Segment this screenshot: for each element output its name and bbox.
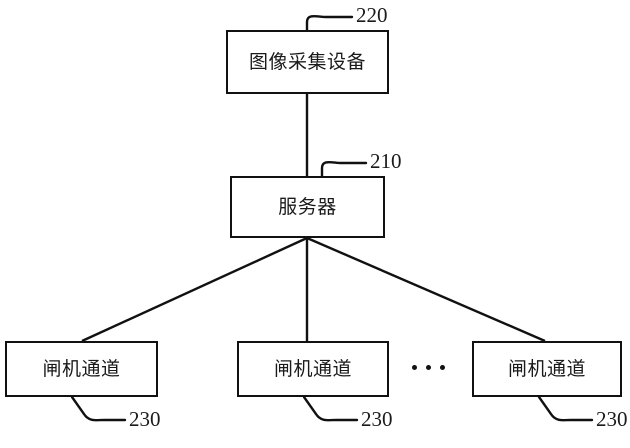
ref-number-230-gate-3: 230 (596, 407, 628, 431)
node-gate-channel-3[interactable]: 闸机通道 (472, 341, 622, 397)
node-label-gate-channel-2: 闸机通道 (273, 357, 352, 380)
connector-server-to-gate-3 (306, 236, 546, 343)
connector-server-to-gate-1 (81, 236, 308, 343)
node-label-image-capture-device: 图像采集设备 (248, 50, 366, 73)
leader-line-230-gate-3 (537, 395, 594, 422)
node-gate-channel-2[interactable]: 闸机通道 (237, 341, 389, 397)
ellipsis-dot (440, 365, 445, 370)
leader-line-210 (320, 160, 368, 178)
ellipsis-more-gate-channels (412, 365, 445, 370)
leader-line-230-gate-2 (302, 395, 359, 422)
ellipsis-dot (426, 365, 431, 370)
leader-line-230-gate-1 (70, 395, 127, 422)
ref-number-220: 220 (356, 3, 388, 27)
leader-line-220 (305, 14, 354, 32)
ref-number-210: 210 (370, 149, 402, 173)
ref-number-230-gate-2: 230 (361, 407, 393, 431)
node-server[interactable]: 服务器 (230, 176, 385, 238)
ref-number-230-gate-1: 230 (129, 407, 161, 431)
ellipsis-dot (412, 365, 417, 370)
node-gate-channel-1[interactable]: 闸机通道 (5, 341, 158, 397)
node-label-server: 服务器 (278, 195, 337, 218)
node-image-capture-device[interactable]: 图像采集设备 (226, 30, 389, 94)
node-label-gate-channel-1: 闸机通道 (42, 357, 121, 380)
node-label-gate-channel-3: 闸机通道 (507, 357, 586, 380)
